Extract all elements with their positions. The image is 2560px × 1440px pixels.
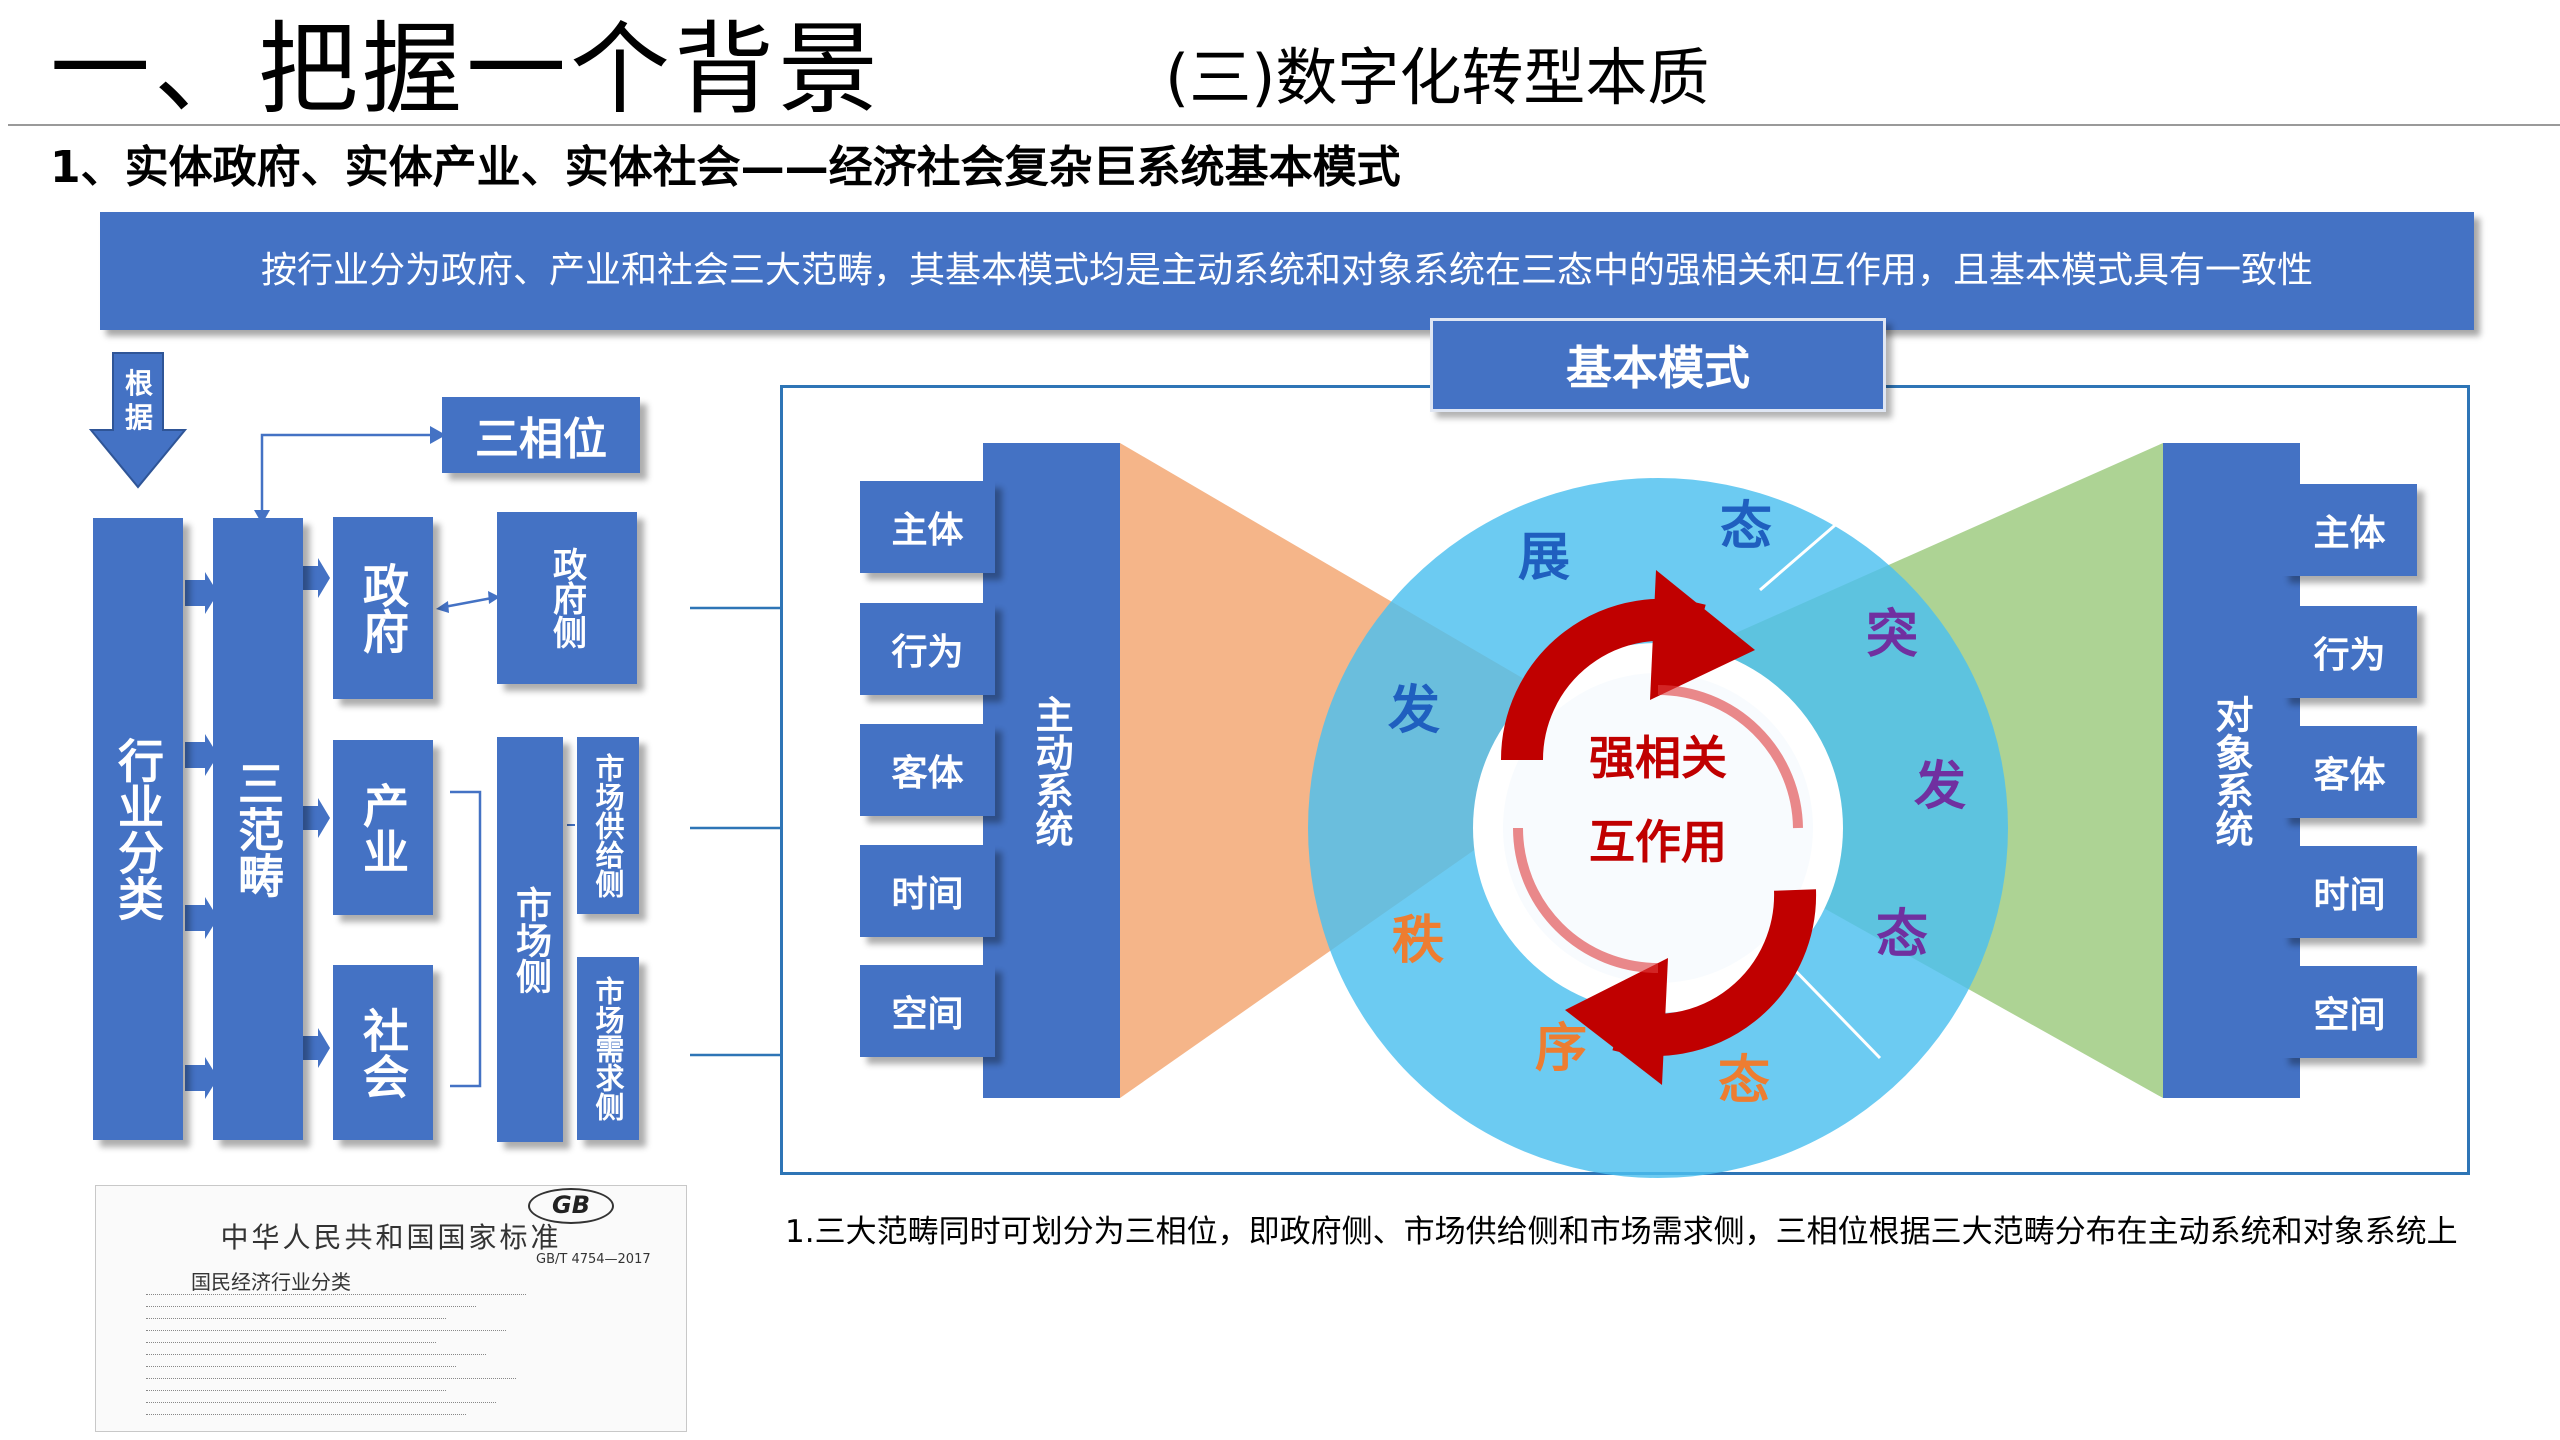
gb-doc-title: 国民经济行业分类	[191, 1270, 351, 1294]
market-supply-side-box: 市场供给侧	[577, 737, 639, 914]
basic-model-title: 基本模式	[1430, 318, 1886, 412]
page-subtitle: (三)数字化转型本质	[1165, 41, 1710, 114]
left-attr-subject: 主体	[860, 481, 995, 573]
object-system-box: 对象系统	[2163, 443, 2300, 1098]
industry-box: 产业	[333, 740, 433, 915]
society-label: 社会	[356, 1006, 410, 1099]
three-phases-box: 三相位	[442, 397, 640, 473]
market-supply-side-label: 市场供给侧	[591, 753, 625, 898]
gb-logo: GB	[528, 1188, 614, 1224]
government-side-box: 政府侧	[497, 512, 637, 684]
object-system-label: 对象系统	[2209, 694, 2253, 847]
gb-heading: 中华人民共和国国家标准	[220, 1221, 562, 1254]
industry-class-box: 行业分类	[93, 518, 183, 1140]
industry-class-label: 行业分类	[111, 737, 165, 921]
right-attr-space: 空间	[2282, 966, 2417, 1058]
inner-tint	[1503, 673, 1813, 983]
right-attr-time: 时间	[2282, 846, 2417, 938]
center-label-interaction: 互作用	[1589, 815, 1727, 869]
chevron-arrows-2	[303, 558, 330, 1068]
state-development-char-2: 展	[1518, 528, 1571, 588]
gb-code: GB/T 4754—2017	[536, 1252, 651, 1267]
state-emergency-char-2: 发	[1914, 757, 1967, 817]
state-order-char-2: 序	[1535, 1019, 1588, 1079]
right-attr-object: 客体	[2282, 726, 2417, 818]
government-label: 政府	[356, 562, 410, 654]
chevron-arrows-1	[185, 572, 218, 1099]
state-development-char-3: 态	[1720, 497, 1773, 557]
left-attr-behavior: 行为	[860, 603, 995, 695]
state-emergency-char-1: 突	[1866, 605, 1919, 665]
left-attr-object: 客体	[860, 724, 995, 816]
left-attr-space: 空间	[860, 965, 995, 1057]
three-domains-box: 三范畴	[213, 518, 303, 1140]
section-heading: 1、实体政府、实体产业、实体社会——经济社会复杂巨系统基本模式	[50, 142, 1401, 193]
title-divider	[8, 124, 2560, 126]
summary-banner: 按行业分为政府、产业和社会三大范畴，其基本模式均是主动系统和对象系统在三态中的强…	[100, 212, 2474, 330]
state-order-char-1: 秩	[1392, 911, 1445, 971]
right-attr-behavior: 行为	[2282, 606, 2417, 698]
page-title: 一、把握一个背景	[50, 11, 882, 128]
market-demand-side-box: 市场需求侧	[577, 957, 639, 1140]
industry-label: 产业	[356, 781, 410, 874]
right-attr-subject: 主体	[2282, 484, 2417, 576]
footnote: 1.三大范畴同时可划分为三相位，即政府侧、市场供给侧和市场需求侧，三相位根据三大…	[785, 1214, 2458, 1250]
three-domains-label: 三范畴	[231, 760, 285, 898]
government-box: 政府	[333, 517, 433, 699]
active-system-label: 主动系统	[1029, 694, 1073, 847]
market-side-box: 市场侧	[497, 737, 563, 1142]
national-standard-thumbnail: GB 中华人民共和国国家标准 GB/T 4754—2017 国民经济行业分类	[95, 1185, 687, 1432]
government-side-label: 政府侧	[546, 547, 587, 649]
society-box: 社会	[333, 965, 433, 1140]
cycle-arrows-icon	[1500, 570, 1817, 1085]
basis-arrow-shape	[88, 352, 188, 489]
market-demand-side-label: 市场需求侧	[591, 976, 625, 1121]
market-side-label: 市场侧	[510, 885, 551, 994]
basis-arrow-label: 根据	[124, 367, 153, 434]
left-attr-time: 时间	[860, 845, 995, 937]
center-label-correlation: 强相关	[1589, 731, 1727, 785]
active-system-box: 主动系统	[983, 443, 1120, 1098]
state-development-char-1: 发	[1388, 681, 1441, 741]
state-order-char-3: 态	[1718, 1051, 1771, 1111]
state-emergency-char-3: 态	[1876, 905, 1929, 965]
